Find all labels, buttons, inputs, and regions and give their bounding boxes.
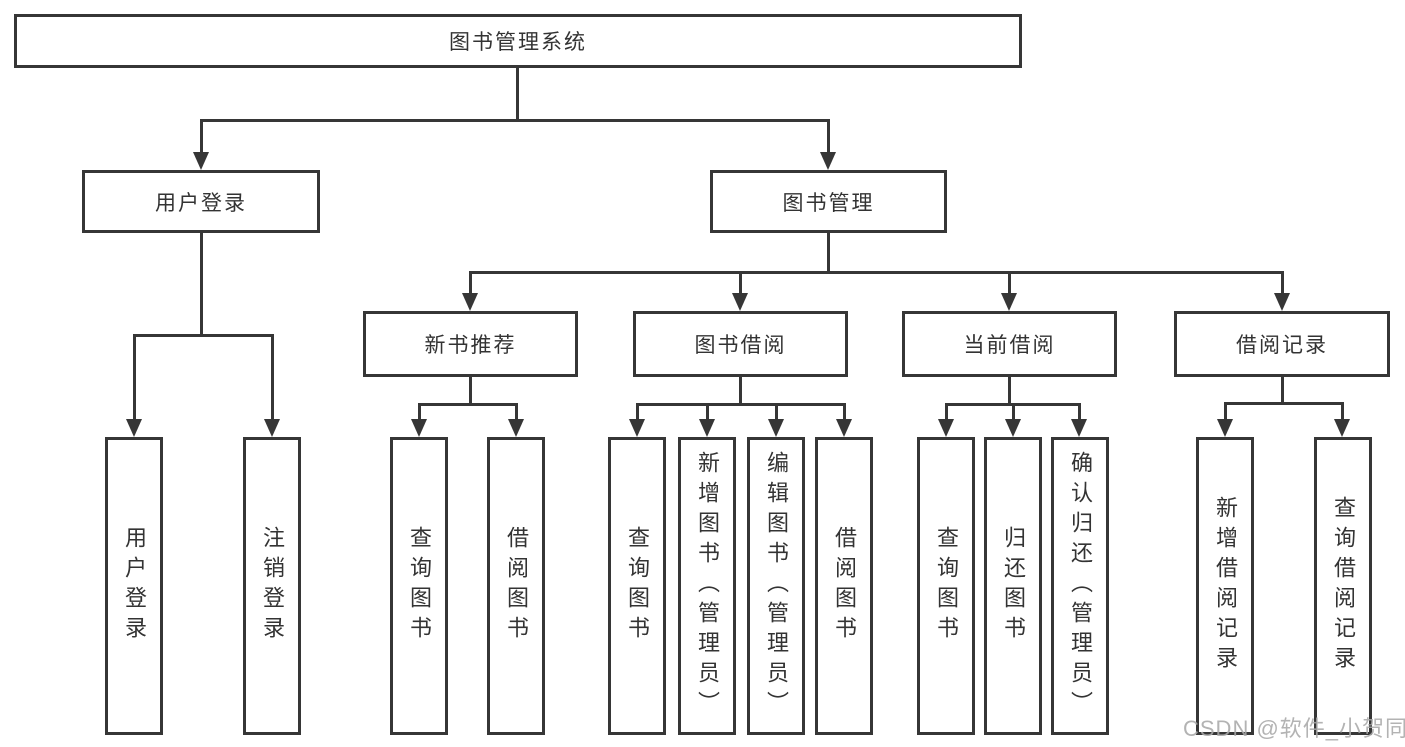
arrow-to-bb-edit (768, 419, 784, 437)
arrow-to-bb-add (699, 419, 715, 437)
node-current-borrowing: 当前借阅 (902, 311, 1117, 377)
connector-root-hbar (200, 119, 829, 122)
connector-to-bb-borrow (843, 403, 846, 421)
leaf-return-books-label: 归还图书 (1001, 526, 1026, 646)
connector-to-bb-query (636, 403, 639, 421)
leaf-query-borrow-record: 查询借阅记录 (1314, 437, 1372, 735)
connector-records-hbar (1224, 402, 1344, 405)
leaf-add-borrow-record-label: 新增借阅记录 (1213, 496, 1238, 676)
connector-userlogin-hbar (133, 334, 273, 337)
leaf-add-book-admin: 新增图书（管理员） (678, 437, 736, 735)
node-root: 图书管理系统 (14, 14, 1022, 68)
arrow-to-current-borrowing (1001, 293, 1017, 311)
node-book-borrowing-label: 图书借阅 (694, 334, 787, 357)
connector-to-book-borrowing (739, 271, 742, 297)
leaf-borrowing-borrow-books: 借阅图书 (815, 437, 873, 735)
connector-current-stub (1008, 377, 1011, 406)
connector-bookmgmt-hbar (469, 271, 1283, 274)
leaf-edit-book-admin: 编辑图书（管理员） (747, 437, 805, 735)
leaf-edit-book-admin-label: 编辑图书（管理员） (764, 451, 789, 721)
connector-newbook-stub (469, 377, 472, 406)
arrow-to-br-add (1217, 419, 1233, 437)
connector-to-user-login (200, 119, 203, 155)
connector-bookmgmt-stub (827, 233, 830, 274)
node-current-borrowing-label: 当前借阅 (963, 334, 1056, 357)
leaf-newbook-borrow-books-label: 借阅图书 (504, 526, 529, 646)
node-root-label: 图书管理系统 (449, 31, 587, 54)
connector-to-cb-confirm (1078, 403, 1081, 421)
connector-to-borrowing-records (1281, 271, 1284, 297)
leaf-newbook-borrow-books: 借阅图书 (487, 437, 545, 735)
arrow-to-book-management (820, 152, 836, 170)
arrow-to-cb-confirm (1071, 419, 1087, 437)
connector-to-nb-query (418, 403, 421, 421)
connector-to-br-query (1341, 402, 1344, 421)
arrow-to-nb-borrow (508, 419, 524, 437)
arrow-to-book-borrowing (732, 293, 748, 311)
arrow-to-cb-query (938, 419, 954, 437)
connector-to-br-add (1224, 402, 1227, 421)
arrow-to-leaf-logout (264, 419, 280, 437)
leaf-return-books: 归还图书 (984, 437, 1042, 735)
leaf-user-login-label: 用户登录 (122, 526, 147, 646)
connector-root-stub (516, 68, 519, 121)
leaf-borrowing-query-books: 查询图书 (608, 437, 666, 735)
leaf-user-login: 用户登录 (105, 437, 163, 735)
connector-borrowing-stub (739, 377, 742, 406)
arrow-to-user-login (193, 152, 209, 170)
arrow-to-nb-query (411, 419, 427, 437)
csdn-watermark: CSDN @软件_小贺同学 (1183, 716, 1405, 741)
arrow-to-cb-return (1005, 419, 1021, 437)
connector-borrowing-hbar (636, 403, 845, 406)
leaf-confirm-return-admin-label: 确认归还（管理员） (1068, 451, 1093, 721)
leaf-newbook-query-books-label: 查询图书 (407, 526, 432, 646)
leaf-current-query-books-label: 查询图书 (934, 526, 959, 646)
connector-to-leaf-logout (271, 334, 274, 421)
arrow-to-bb-borrow (836, 419, 852, 437)
leaf-confirm-return-admin: 确认归还（管理员） (1051, 437, 1109, 735)
arrow-to-new-book (462, 293, 478, 311)
arrow-to-bb-query (629, 419, 645, 437)
node-book-management: 图书管理 (710, 170, 947, 233)
leaf-borrowing-query-books-label: 查询图书 (625, 526, 650, 646)
node-new-book-recommend: 新书推荐 (363, 311, 578, 377)
node-user-login-label: 用户登录 (155, 191, 247, 215)
leaf-borrowing-borrow-books-label: 借阅图书 (832, 526, 857, 646)
node-borrowing-records-label: 借阅记录 (1236, 334, 1328, 357)
leaf-add-book-admin-label: 新增图书（管理员） (695, 451, 720, 721)
connector-to-bb-edit (775, 403, 778, 421)
leaf-logout-label: 注销登录 (260, 526, 285, 646)
leaf-current-query-books: 查询图书 (917, 437, 975, 735)
node-user-login: 用户登录 (82, 170, 320, 233)
leaf-query-borrow-record-label: 查询借阅记录 (1331, 496, 1356, 676)
connector-to-book-management (827, 119, 830, 155)
connector-to-new-book (469, 271, 472, 297)
leaf-add-borrow-record: 新增借阅记录 (1196, 437, 1254, 735)
node-book-management-label: 图书管理 (782, 191, 875, 215)
node-new-book-recommend-label: 新书推荐 (424, 334, 517, 357)
connector-to-current-borrowing (1008, 271, 1011, 297)
connector-to-bb-add (706, 403, 709, 421)
arrow-to-br-query (1334, 419, 1350, 437)
node-book-borrowing: 图书借阅 (633, 311, 848, 377)
leaf-newbook-query-books: 查询图书 (390, 437, 448, 735)
leaf-logout: 注销登录 (243, 437, 301, 735)
arrow-to-leaf-user-login (126, 419, 142, 437)
connector-to-nb-borrow (515, 403, 518, 421)
connector-userlogin-stub (200, 233, 203, 337)
connector-records-stub (1281, 377, 1284, 405)
connector-to-leaf-user-login (133, 334, 136, 421)
connector-to-cb-query (945, 403, 948, 421)
node-borrowing-records: 借阅记录 (1174, 311, 1390, 377)
arrow-to-borrowing-records (1274, 293, 1290, 311)
connector-newbook-hbar (418, 403, 518, 406)
connector-to-cb-return (1012, 403, 1015, 421)
